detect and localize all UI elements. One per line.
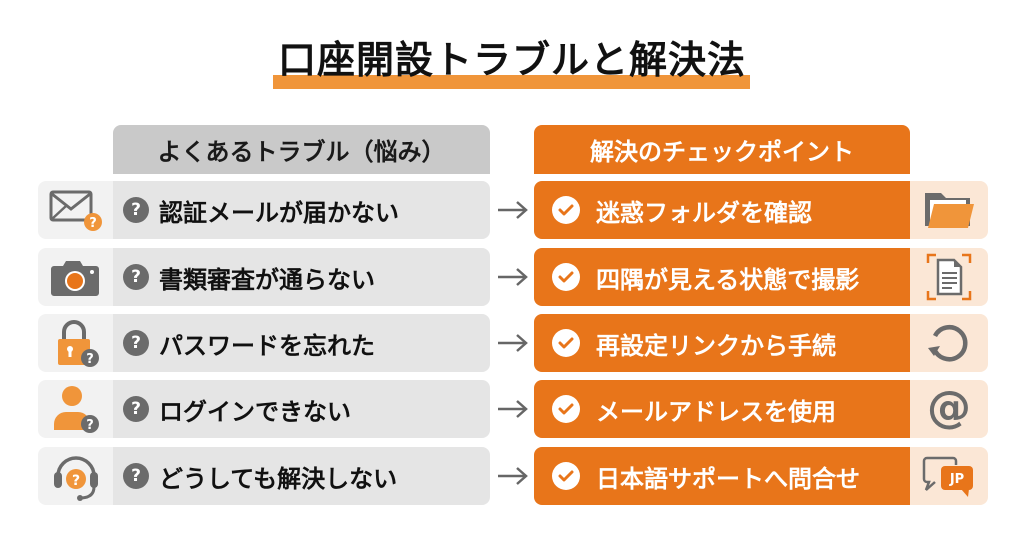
problem-label: パスワードを忘れた xyxy=(159,331,375,360)
arrow-right-icon xyxy=(498,334,528,352)
problem-label: 書類審査が通らない xyxy=(159,265,375,294)
question-icon: ? xyxy=(123,330,149,356)
check-icon xyxy=(552,462,580,490)
solution-text: 四隅が見える状態で撮影 xyxy=(534,248,910,306)
document-scan-icon xyxy=(910,248,988,306)
solution-text: 日本語サポートへ問合せ xyxy=(534,447,910,505)
page-title: 口座開設トラブルと解決法 xyxy=(277,38,746,82)
check-icon xyxy=(552,395,580,423)
check-icon xyxy=(552,329,580,357)
trouble-row-4: ? ? ログインできない メールアドレスを使用 @ xyxy=(0,380,1024,438)
arrow-right-icon xyxy=(498,201,528,219)
problem-label: ログインできない xyxy=(159,397,351,426)
problem-label: 認証メールが届かない xyxy=(159,198,399,227)
check-icon xyxy=(552,263,580,291)
solution-text: メールアドレスを使用 xyxy=(534,380,910,438)
question-icon: ? xyxy=(123,264,149,290)
solutions-header: 解決のチェックポイント xyxy=(534,125,910,174)
trouble-row-1: ? ? 認証メールが届かない 迷惑フォルダを確認 xyxy=(0,181,1024,239)
svg-text:JP: JP xyxy=(949,472,964,487)
arrow-right-icon xyxy=(498,467,528,485)
solution-text: 再設定リンクから手続 xyxy=(534,314,910,372)
solution-label: 日本語サポートへ問合せ xyxy=(596,464,860,493)
problem-text: ? パスワードを忘れた xyxy=(113,314,490,372)
at-sign-icon: @ xyxy=(910,380,988,438)
svg-text:?: ? xyxy=(89,216,97,231)
problem-text: ? どうしても解決しない xyxy=(113,447,490,505)
camera-icon xyxy=(38,248,114,306)
arrow-right-icon xyxy=(498,268,528,286)
envelope-question-icon: ? xyxy=(38,181,114,239)
solution-label: 再設定リンクから手続 xyxy=(596,331,836,360)
title-underline xyxy=(273,75,750,89)
check-icon xyxy=(552,196,580,224)
solution-label: 四隅が見える状態で撮影 xyxy=(596,265,860,294)
trouble-row-5: ? ? どうしても解決しない 日本語サポートへ問合せ JP xyxy=(0,447,1024,505)
folder-icon xyxy=(910,181,988,239)
problem-text: ? 書類審査が通らない xyxy=(113,248,490,306)
svg-text:?: ? xyxy=(86,418,94,433)
trouble-row-2: ? 書類審査が通らない 四隅が見える状態で撮影 xyxy=(0,248,1024,306)
user-question-icon: ? xyxy=(38,380,114,438)
problem-text: ? 認証メールが届かない xyxy=(113,181,490,239)
question-icon: ? xyxy=(123,463,149,489)
title-area: 口座開設トラブルと解決法 xyxy=(0,34,1024,94)
chat-jp-icon: JP xyxy=(910,447,988,505)
question-icon: ? xyxy=(123,197,149,223)
solution-label: メールアドレスを使用 xyxy=(596,397,836,426)
svg-text:?: ? xyxy=(86,352,94,367)
headset-question-icon: ? xyxy=(38,447,114,505)
solution-text: 迷惑フォルダを確認 xyxy=(534,181,910,239)
lock-question-icon: ? xyxy=(38,314,114,372)
reset-icon xyxy=(910,314,988,372)
svg-text:?: ? xyxy=(72,473,80,489)
svg-text:@: @ xyxy=(927,386,971,432)
solution-label: 迷惑フォルダを確認 xyxy=(596,198,812,227)
problem-text: ? ログインできない xyxy=(113,380,490,438)
trouble-row-3: ? ? パスワードを忘れた 再設定リンクから手続 xyxy=(0,314,1024,372)
problem-label: どうしても解決しない xyxy=(159,464,398,493)
question-icon: ? xyxy=(123,396,149,422)
problems-header: よくあるトラブル（悩み） xyxy=(113,125,490,174)
arrow-right-icon xyxy=(498,400,528,418)
